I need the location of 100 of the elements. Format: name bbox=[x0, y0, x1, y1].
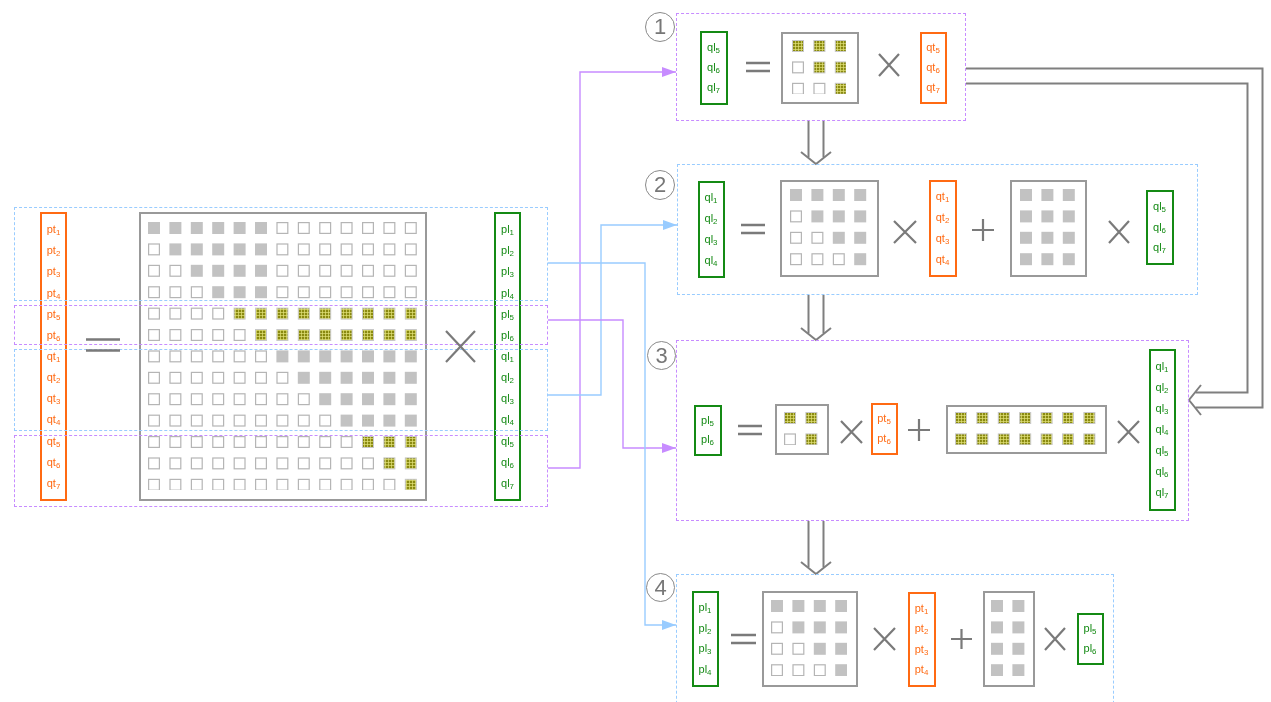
matrix-box bbox=[761, 590, 858, 687]
vector-entry: qt$_{3}$ bbox=[46, 393, 61, 405]
matrix-box bbox=[780, 31, 859, 104]
vector-entry: qt$_{7}$ bbox=[46, 477, 61, 489]
vector-entry: ql$_{3}$ bbox=[704, 233, 718, 245]
vector-entry: pt$_{3}$ bbox=[46, 266, 61, 278]
vector-entry: ql$_{5}$ bbox=[1155, 445, 1169, 457]
step-number-circle: 1 bbox=[645, 12, 675, 42]
vector-entry: qt$_{1}$ bbox=[46, 351, 61, 362]
vector-entry: ql$_{4}$ bbox=[501, 414, 514, 426]
vector-entry: ql$_{2}$ bbox=[1155, 381, 1169, 393]
vector-entry: pt$_{5}$ bbox=[46, 308, 61, 320]
vector-entry: pt$_{4}$ bbox=[914, 664, 929, 676]
vector-entry: ql$_{4}$ bbox=[1155, 424, 1169, 435]
vector-entry: ql$_{4}$ bbox=[704, 254, 718, 266]
column-vector bbox=[919, 31, 947, 104]
connector-arrow bbox=[547, 67, 677, 469]
vector-entry: qt$_{4}$ bbox=[935, 253, 950, 265]
step-number-circle: 2 bbox=[645, 170, 675, 200]
column-vector bbox=[1145, 189, 1174, 265]
dashed-frame bbox=[676, 574, 1114, 702]
dashed-frame bbox=[14, 435, 548, 507]
matrix-box bbox=[982, 590, 1035, 687]
vector-entry: qt$_{6}$ bbox=[926, 62, 940, 73]
connector-arrow bbox=[547, 262, 677, 630]
vector-entry: qt$_{2}$ bbox=[46, 372, 61, 384]
vector-entry: qt$_{2}$ bbox=[935, 212, 950, 224]
vector-entry: pl$_{5}$ bbox=[501, 308, 514, 320]
vector-entry: pl$_{5}$ bbox=[701, 414, 714, 426]
column-vector bbox=[699, 30, 728, 105]
vector-entry: ql$_{5}$ bbox=[1153, 201, 1166, 212]
vector-entry: pl$_{3}$ bbox=[698, 643, 712, 655]
vector-entry: ql$_{1}$ bbox=[1155, 360, 1169, 372]
vector-entry: pl$_{1}$ bbox=[501, 224, 514, 236]
vector-entry: pl$_{4}$ bbox=[501, 287, 514, 299]
dashed-frame bbox=[14, 207, 548, 301]
vector-entry: ql$_{6}$ bbox=[1153, 221, 1166, 233]
vector-entry: qt$_{3}$ bbox=[935, 232, 950, 244]
vector-entry: pt$_{3}$ bbox=[914, 643, 929, 655]
matrix-box bbox=[779, 179, 879, 277]
vector-entry: ql$_{5}$ bbox=[707, 41, 720, 53]
vector-entry: ql$_{6}$ bbox=[707, 62, 720, 73]
step-number-circle: 3 bbox=[647, 341, 676, 370]
vector-entry: pt$_{2}$ bbox=[46, 245, 61, 257]
column-vector bbox=[697, 180, 725, 278]
vector-entry: pl$_{4}$ bbox=[698, 663, 712, 675]
connector-arrow bbox=[547, 220, 678, 396]
step-number-circle: 4 bbox=[646, 573, 675, 602]
dashed-frame bbox=[676, 340, 1189, 521]
vector-entry: pl$_{2}$ bbox=[501, 245, 514, 257]
vector-entry: ql$_{6}$ bbox=[501, 456, 514, 468]
vector-entry: pl$_{6}$ bbox=[501, 329, 514, 341]
vector-entry: ql$_{3}$ bbox=[501, 393, 514, 405]
matrix-box bbox=[1009, 179, 1087, 277]
column-vector bbox=[1076, 612, 1104, 665]
vector-entry: pl$_{6}$ bbox=[701, 434, 714, 446]
vector-entry: pt$_{6}$ bbox=[877, 432, 891, 444]
vector-entry: pt$_{1}$ bbox=[46, 224, 61, 236]
vector-entry: qt$_{6}$ bbox=[46, 456, 61, 468]
connector-arrow bbox=[547, 319, 677, 453]
column-vector bbox=[691, 590, 719, 687]
column-vector bbox=[693, 404, 722, 456]
vector-entry: pt$_{6}$ bbox=[46, 329, 61, 341]
matrix-box bbox=[774, 403, 829, 455]
vector-entry: qt$_{4}$ bbox=[46, 414, 61, 426]
vector-entry: qt$_{5}$ bbox=[926, 42, 940, 54]
vector-entry: qt$_{1}$ bbox=[935, 191, 950, 203]
vector-entry: ql$_{2}$ bbox=[501, 372, 514, 384]
column-vector bbox=[1148, 348, 1176, 511]
matrix-box bbox=[945, 404, 1107, 454]
vector-entry: pl$_{6}$ bbox=[1083, 642, 1097, 654]
vector-entry: ql$_{7}$ bbox=[707, 82, 720, 94]
vector-entry: pt$_{4}$ bbox=[46, 287, 61, 299]
dashed-frame bbox=[14, 349, 548, 431]
vector-entry: pl$_{3}$ bbox=[501, 266, 514, 278]
vector-entry: qt$_{5}$ bbox=[46, 435, 61, 447]
vector-entry: ql$_{7}$ bbox=[1153, 242, 1166, 253]
vector-entry: pl$_{2}$ bbox=[698, 622, 712, 634]
vector-entry: ql$_{1}$ bbox=[704, 192, 718, 204]
vector-entry: ql$_{2}$ bbox=[704, 213, 718, 225]
column-vector bbox=[928, 179, 957, 277]
vector-entry: ql$_{6}$ bbox=[1155, 466, 1169, 478]
vector-entry: pl$_{1}$ bbox=[698, 602, 712, 614]
vector-entry: ql$_{7}$ bbox=[501, 477, 514, 489]
column-vector bbox=[40, 212, 67, 501]
vector-entry: pt$_{5}$ bbox=[877, 413, 891, 425]
column-vector bbox=[907, 591, 936, 687]
column-vector bbox=[870, 402, 898, 455]
vector-entry: qt$_{7}$ bbox=[926, 81, 940, 93]
vector-entry: ql$_{1}$ bbox=[501, 351, 514, 362]
vector-entry: pl$_{5}$ bbox=[1083, 623, 1097, 635]
column-vector bbox=[494, 212, 521, 501]
vector-entry: ql$_{7}$ bbox=[1155, 487, 1169, 499]
vector-entry: pt$_{2}$ bbox=[914, 623, 929, 635]
dashed-frame bbox=[14, 305, 548, 345]
dashed-frame bbox=[676, 13, 966, 121]
dashed-frame bbox=[677, 164, 1198, 295]
vector-entry: ql$_{3}$ bbox=[1155, 402, 1169, 414]
vector-entry: pt$_{1}$ bbox=[914, 602, 929, 614]
vector-entry: ql$_{5}$ bbox=[501, 435, 514, 447]
